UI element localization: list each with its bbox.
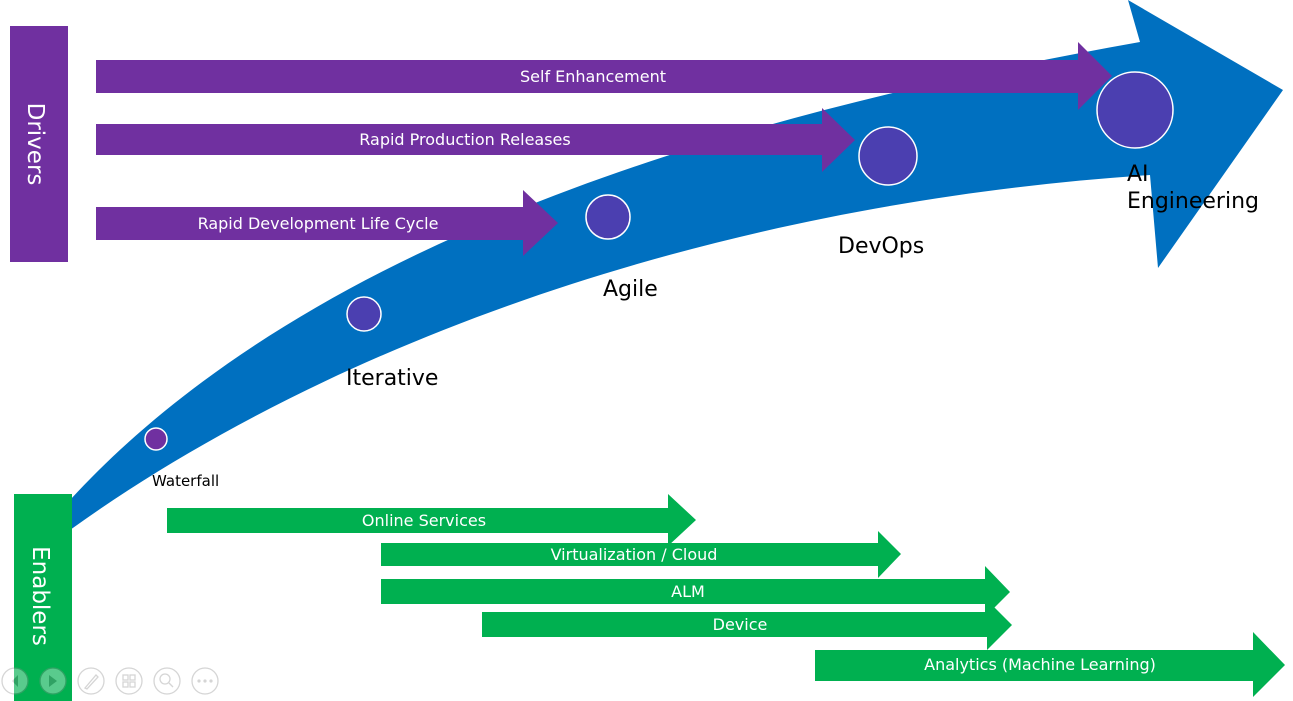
enablers-title: Enablers (27, 546, 53, 646)
milestone-dot-waterfall (144, 427, 168, 451)
enabler-label: Device (713, 615, 768, 634)
milestone-label-waterfall: Waterfall (152, 472, 219, 490)
more-options-button[interactable] (191, 667, 219, 695)
milestone-label-devops: DevOps (838, 234, 924, 259)
zoom-button[interactable] (153, 667, 181, 695)
driver-arrow-rapid-production-releases (96, 108, 855, 172)
pen-icon (83, 674, 99, 690)
evolution-curve-arrow (70, 0, 1283, 530)
milestone-dot-iterative (346, 296, 382, 332)
enabler-label: Online Services (362, 511, 486, 530)
slideshow-controls (1, 667, 219, 695)
driver-label: Rapid Development Life Cycle (198, 214, 439, 233)
enabler-arrow-device (482, 600, 1012, 650)
enabler-arrow-virtualization-cloud (381, 531, 901, 578)
milestone-label-agile: Agile (603, 277, 658, 302)
enablers-bar (14, 494, 72, 701)
milestone-dot-ai-engineering (1096, 71, 1174, 149)
chevron-left-icon (12, 675, 18, 687)
milestone-dot-agile (585, 194, 631, 240)
driver-arrow-rapid-development-life-cycle (96, 190, 558, 256)
see-all-slides-button[interactable] (115, 667, 143, 695)
enabler-arrow-online-services (167, 494, 696, 546)
driver-label: Self Enhancement (520, 67, 666, 86)
grid-icon (122, 674, 136, 688)
magnifier-icon (159, 673, 174, 688)
enabler-label: ALM (671, 582, 705, 601)
milestone-label-ai-engineering-line2: Engineering (1127, 189, 1259, 214)
enabler-label: Virtualization / Cloud (551, 545, 718, 564)
enabler-arrow-analytics (815, 632, 1285, 697)
drivers-title: Drivers (22, 103, 48, 186)
driver-label: Rapid Production Releases (359, 130, 570, 149)
enabler-arrow-alm (381, 566, 1010, 617)
ellipsis-icon (197, 679, 213, 683)
previous-slide-button[interactable] (1, 667, 29, 695)
next-slide-button[interactable] (39, 667, 67, 695)
milestone-label-ai-engineering-line1: AI (1127, 162, 1149, 187)
driver-arrow-self-enhancement (96, 42, 1112, 110)
play-icon (49, 675, 57, 687)
milestone-dot-devops (858, 126, 918, 186)
pen-tool-button[interactable] (77, 667, 105, 695)
enabler-label: Analytics (Machine Learning) (924, 655, 1156, 674)
drivers-bar (10, 26, 68, 262)
milestone-label-iterative: Iterative (346, 366, 438, 391)
